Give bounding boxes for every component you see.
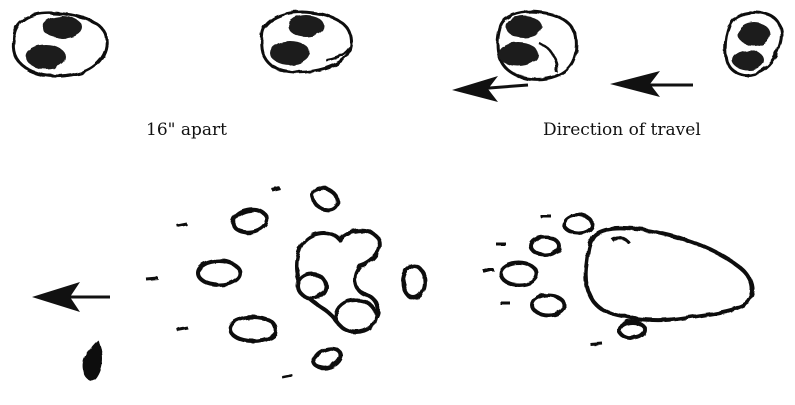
gait-print-3 xyxy=(498,12,577,80)
gait-print-4 xyxy=(725,12,781,75)
direction-caption: Direction of travel xyxy=(543,120,701,140)
gait-print-1 xyxy=(13,13,106,76)
arrow-left-icon xyxy=(452,76,528,102)
front-foot-print xyxy=(146,184,425,377)
dewclaw-mark xyxy=(83,340,102,381)
arrow-left-icon xyxy=(610,71,693,97)
gait-print-2 xyxy=(261,12,351,72)
hind-foot-print xyxy=(482,215,753,344)
arrow-left-icon xyxy=(32,282,110,312)
spacing-caption: 16" apart xyxy=(146,120,227,140)
